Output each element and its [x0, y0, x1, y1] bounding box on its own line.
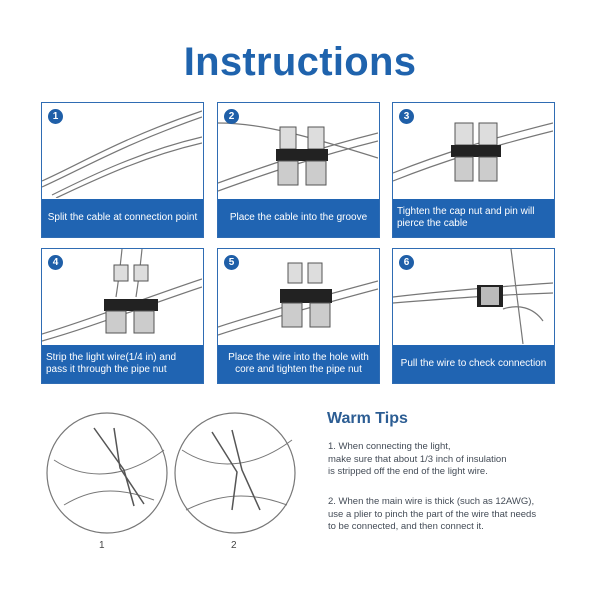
plier-figure-1 [46, 412, 168, 534]
step-number-badge: 6 [399, 255, 414, 270]
tighten-pipe-nut-illustration [218, 262, 378, 336]
warm-tips-title: Warm Tips [327, 410, 408, 427]
tip-2-line: to be connected, and then connect it. [328, 521, 484, 532]
step-number-badge: 4 [48, 255, 63, 270]
page-title: Instructions [183, 40, 417, 84]
step-caption: Pull the wire to check connection [393, 345, 554, 383]
tip-1: 1. When connecting the light, make sure … [328, 441, 568, 479]
step-caption: Strip the light wire(1/4 in) and pass it… [42, 345, 203, 383]
split-cable-illustration [42, 110, 202, 198]
tip-2-line: 2. When the main wire is thick (such as … [328, 496, 535, 507]
step-caption: Split the cable at connection point [42, 199, 203, 237]
step-card-6: 6 Pull the wire to check connection [392, 248, 555, 384]
step-card-5: 5 Place the wire into the hole with core… [217, 248, 380, 384]
tip-2-line: use a plier to pinch the part of the wir… [328, 508, 537, 520]
figure-1-label: 1 [99, 540, 105, 551]
step-number-badge: 3 [399, 109, 414, 124]
tighten-cap-illustration [393, 122, 553, 182]
step-card-2: 2 Place the cable into the groove [217, 102, 380, 238]
step-caption: Tighten the cap nut and pin will pierce … [393, 199, 554, 237]
step-caption: Place the wire into the hole with core a… [218, 345, 379, 383]
figure-2-label: 2 [231, 540, 237, 551]
step-number-badge: 2 [224, 109, 239, 124]
tip-2: 2. When the main wire is thick (such as … [328, 496, 568, 534]
tip-1-line: 1. When connecting the light, [328, 441, 451, 452]
plier-figure-2 [174, 412, 296, 534]
pull-wire-illustration [393, 249, 553, 344]
step-card-1: 1 Split the cable at connection point [41, 102, 204, 238]
step-card-3: 3 Tighten the cap nut and pin will pierc… [392, 102, 555, 238]
step-caption: Place the cable into the groove [218, 199, 379, 237]
tip-1-line: make sure that about 1/3 inch of insulat… [328, 453, 507, 465]
strip-wire-illustration [42, 249, 202, 342]
cable-in-groove-illustration [218, 122, 378, 192]
step-number-badge: 1 [48, 109, 63, 124]
step-card-4: 4 Strip the light wire(1/4 in) and pass … [41, 248, 204, 384]
step-number-badge: 5 [224, 255, 239, 270]
tip-1-line: is stripped off the end of the light wir… [328, 466, 488, 477]
